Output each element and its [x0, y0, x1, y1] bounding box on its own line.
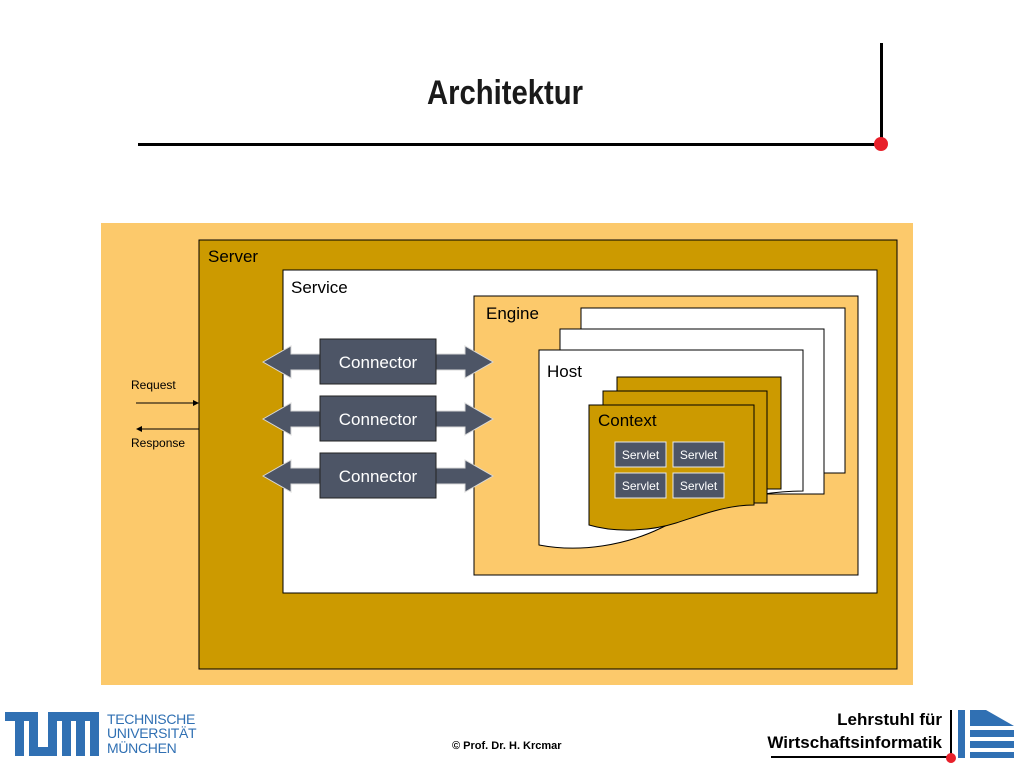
connector-1: Connector	[261, 338, 495, 385]
chair-vertical-line	[950, 710, 952, 756]
context-label: Context	[598, 411, 657, 430]
servlet-label: Servlet	[622, 448, 660, 462]
connector-3: Connector	[261, 452, 495, 499]
chair-logo-icon	[958, 710, 1014, 758]
servlet-label: Servlet	[680, 479, 718, 493]
request-arrowhead	[193, 400, 199, 406]
connector-box	[319, 338, 437, 385]
tum-name-line: UNIVERSITÄT	[107, 725, 197, 741]
architecture-diagram: Server Service Engine Host Context Servl…	[101, 223, 913, 685]
slide-title: Architektur	[427, 74, 583, 112]
connector-label: Connector	[339, 353, 418, 372]
title-red-dot	[874, 137, 888, 151]
servlet-box: Servlet	[672, 441, 725, 468]
diagram-canvas: Server Service Engine Host Context Servl…	[101, 223, 913, 685]
service-label: Service	[291, 278, 348, 297]
connector-label: Connector	[339, 467, 418, 486]
request-label: Request	[131, 378, 176, 392]
connector-box	[319, 395, 437, 442]
context-page-front	[588, 404, 755, 531]
servlet-label: Servlet	[622, 479, 660, 493]
servlet-label: Servlet	[680, 448, 718, 462]
tum-logo-icon	[5, 712, 99, 756]
chair-red-dot	[946, 753, 956, 763]
server-label: Server	[208, 247, 258, 266]
title-rule	[138, 143, 880, 146]
servlet-box: Servlet	[614, 441, 667, 468]
servlet-box: Servlet	[614, 472, 667, 499]
servlet-box: Servlet	[672, 472, 725, 499]
copyright-text: © Prof. Dr. H. Krcmar	[452, 740, 562, 752]
title-vertical-rule	[880, 43, 883, 143]
tum-name-line: TECHNISCHE	[107, 711, 196, 727]
response-label: Response	[131, 436, 185, 450]
chair-underline	[771, 756, 949, 758]
host-label: Host	[547, 362, 582, 381]
chair-name-line1: Lehrstuhl für	[837, 710, 942, 729]
connector-2: Connector	[261, 395, 495, 442]
engine-label: Engine	[486, 304, 539, 323]
tum-name-line: MÜNCHEN	[107, 740, 177, 756]
chair-name-line2: Wirtschaftsinformatik	[767, 733, 942, 752]
response-arrowhead	[136, 426, 142, 432]
connector-label: Connector	[339, 410, 418, 429]
connector-box	[319, 452, 437, 499]
